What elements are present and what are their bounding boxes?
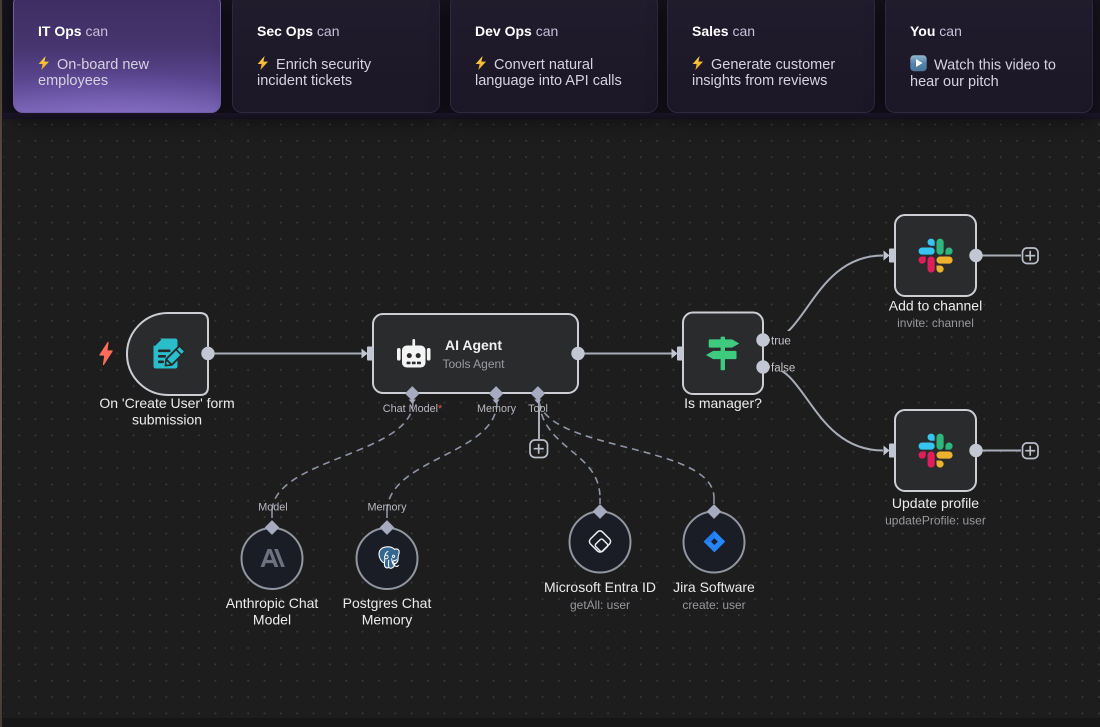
- svg-text:Update profile: Update profile: [892, 495, 979, 511]
- svg-text:Model: Model: [258, 502, 287, 514]
- svg-text:Memory: Memory: [477, 403, 517, 415]
- svg-text:Jira Software: Jira Software: [673, 579, 755, 595]
- svg-text:true: true: [771, 336, 791, 348]
- svg-text:Microsoft Entra ID: Microsoft Entra ID: [544, 579, 656, 595]
- svg-text:submission: submission: [132, 412, 202, 428]
- svg-text:invite: channel: invite: channel: [897, 316, 974, 330]
- svg-text:Postgres Chat: Postgres Chat: [343, 595, 432, 611]
- svg-text:false: false: [771, 363, 795, 375]
- svg-text:Tools Agent: Tools Agent: [442, 357, 505, 371]
- svg-text:Memory: Memory: [362, 612, 413, 628]
- svg-text:updateProfile: user: updateProfile: user: [885, 514, 986, 528]
- svg-text:Model: Model: [253, 612, 291, 628]
- svg-text:getAll: user: getAll: user: [570, 598, 630, 612]
- svg-text:Anthropic Chat: Anthropic Chat: [226, 595, 319, 611]
- svg-text:Chat Model*: Chat Model*: [383, 403, 443, 415]
- svg-text:Is manager?: Is manager?: [684, 395, 762, 411]
- svg-text:create: user: create: user: [682, 598, 745, 612]
- svg-text:AI Agent: AI Agent: [445, 337, 502, 353]
- svg-text:Memory: Memory: [368, 502, 408, 514]
- svg-text:Tool: Tool: [528, 403, 548, 415]
- svg-text:Add to channel: Add to channel: [889, 298, 982, 314]
- svg-text:On 'Create User' form: On 'Create User' form: [99, 395, 234, 411]
